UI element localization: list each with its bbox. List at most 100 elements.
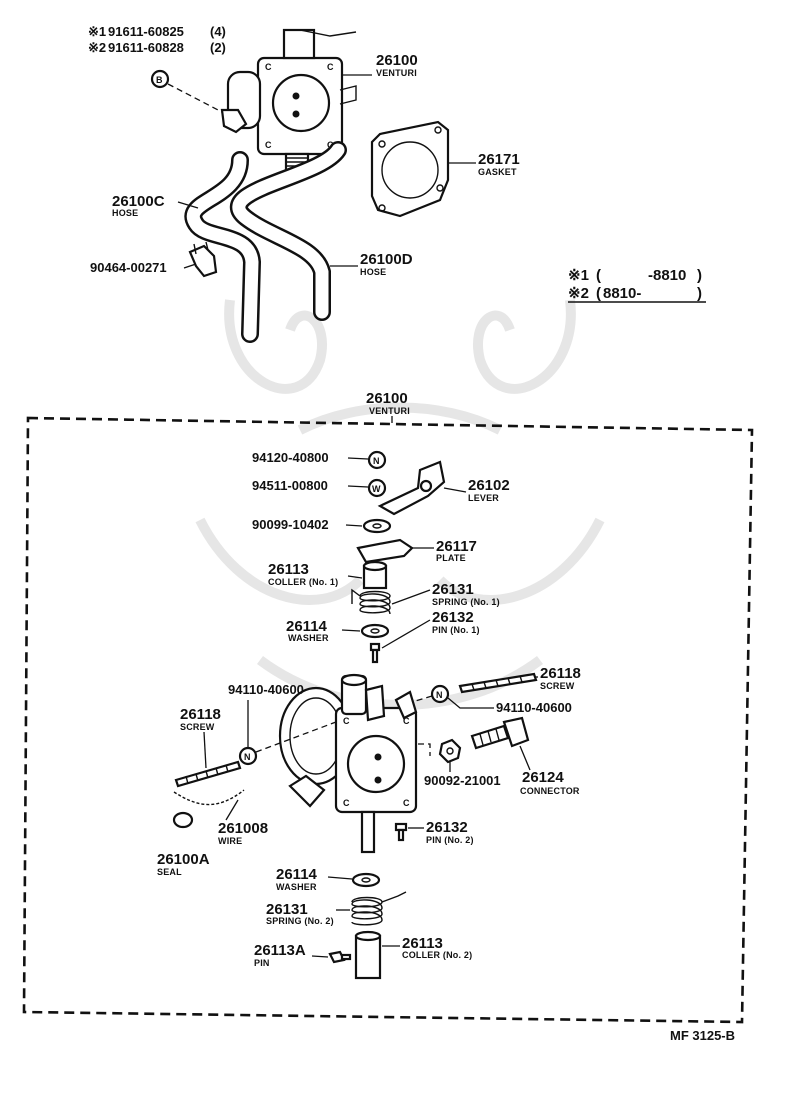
venturi-body-detail: C C C C	[278, 673, 418, 854]
bolt-marker: B	[150, 69, 223, 113]
leader-hose-c	[177, 201, 199, 209]
pin-2-part	[394, 822, 408, 842]
wire-caption: WIRE	[218, 836, 242, 846]
nut-right-marker: N	[436, 690, 443, 700]
lever-caption: LEVER	[468, 493, 499, 503]
washer-2-part	[351, 872, 381, 888]
coller-1-caption: COLLER (No. 1)	[268, 577, 338, 587]
washer-90099-number: 90099-10402	[252, 517, 329, 532]
seal-number: 26100A	[157, 851, 210, 868]
nut-left-number: 94110-40600	[228, 682, 304, 697]
screw-right-number: 26118	[540, 665, 581, 682]
nut-left: N	[238, 746, 258, 766]
washer-2-caption: WASHER	[276, 882, 317, 892]
hoses	[184, 141, 347, 343]
screw-left-number: 26118	[180, 706, 221, 723]
part-number: 91611-60828	[108, 40, 184, 55]
washer-top-number: 94511-00800	[252, 478, 328, 493]
washer-top-marker: W	[372, 484, 381, 494]
applicability-line-1: ※1 91611-60825 (4)	[88, 24, 226, 39]
venturi-exploded-detail: 26100 VENTURI N 94120-40800 W 94511-0080…	[22, 390, 754, 1024]
wire-number: 261008	[218, 820, 268, 837]
coller-1-part	[362, 560, 388, 590]
pin-1-part	[369, 642, 381, 664]
diagram-code: MF 3125-B	[670, 1028, 735, 1043]
venturi-body-top: C C C C	[220, 28, 357, 174]
part-number: 91611-60825	[108, 24, 184, 39]
nut-top: N	[367, 450, 387, 470]
coller-2-number: 26113	[402, 935, 443, 952]
legend-mark-1: ※1	[568, 267, 589, 284]
connector-number: 26124	[522, 769, 564, 786]
gasket-part	[370, 120, 450, 218]
venturi-top-number: 26100	[376, 52, 418, 69]
nut-right: N	[430, 684, 450, 704]
coller-1-number: 26113	[268, 561, 309, 578]
pin-1-number: 26132	[432, 609, 474, 626]
applicability-line-2: ※2 91611-60828 (2)	[88, 40, 226, 55]
coller-2-caption: COLLER (No. 2)	[402, 950, 472, 960]
legend-close-2: )	[697, 285, 702, 302]
washer-2-number: 26114	[276, 866, 318, 883]
spring-2-caption: SPRING (No. 2)	[266, 916, 334, 926]
pin-1-caption: PIN (No. 1)	[432, 625, 480, 635]
svg-text:C: C	[343, 798, 350, 808]
pin-a-number: 26113A	[254, 942, 306, 959]
pin-2-number: 26132	[426, 819, 468, 836]
quantity: (2)	[210, 40, 226, 55]
spring-1-caption: SPRING (No. 1)	[432, 597, 500, 607]
lever-part	[377, 460, 446, 516]
bolt-marker-letter: B	[156, 75, 163, 85]
legend-mark-2: ※2	[568, 285, 589, 302]
wire-part	[173, 789, 245, 806]
clip-number: 90464-00271	[90, 260, 167, 275]
svg-text:C: C	[265, 62, 272, 72]
applicability-legend: ※1 ( -8810 ) ※2 ( 8810- )	[568, 267, 706, 303]
nut-right-number: 94110-40600	[496, 700, 572, 715]
connector-part	[470, 716, 530, 750]
connector-caption: CONNECTOR	[520, 786, 580, 796]
nut-90092-number: 90092-21001	[424, 773, 501, 788]
washer-1-part	[360, 623, 390, 639]
pin-a-part	[328, 950, 352, 964]
screw-right-part	[458, 672, 538, 694]
svg-text:C: C	[343, 716, 350, 726]
hose-c-number: 26100C	[112, 193, 165, 210]
legend-open-1: (	[596, 267, 601, 284]
pin-2-caption: PIN (No. 2)	[426, 835, 474, 845]
svg-text:C: C	[403, 716, 410, 726]
screw-left-part	[174, 760, 242, 788]
legend-open-2: (	[596, 285, 601, 302]
washer-1-caption: WASHER	[288, 633, 329, 643]
coller-2-part	[354, 930, 382, 980]
seal-caption: SEAL	[157, 867, 182, 877]
top-assembly: ※1 91611-60825 (4) ※2 91611-60828 (2) B	[88, 24, 520, 343]
legend-from-2: 8810-	[603, 285, 641, 302]
leader-clip	[183, 263, 197, 269]
hose-d-caption: HOSE	[360, 267, 386, 277]
legend-to-1: -8810	[648, 267, 686, 284]
screw-right-caption: SCREW	[540, 681, 575, 691]
lever-number: 26102	[468, 477, 510, 494]
washer-top: W	[367, 478, 387, 498]
mark-1: ※1	[88, 24, 106, 39]
detail-header-caption: VENTURI	[369, 406, 410, 416]
hose-c-caption: HOSE	[112, 208, 138, 218]
mark-2: ※2	[88, 40, 106, 55]
washer-90099	[362, 518, 392, 534]
seal-part	[172, 811, 194, 829]
plate-number: 26117	[436, 538, 477, 555]
gasket-number: 26171	[478, 151, 520, 168]
detail-header-number: 26100	[366, 390, 408, 407]
venturi-top-caption: VENTURI	[376, 68, 417, 78]
legend-close-1: )	[697, 267, 702, 284]
gasket-caption: GASKET	[478, 167, 517, 177]
svg-text:C: C	[265, 140, 272, 150]
nut-top-marker: N	[373, 456, 380, 466]
svg-text:C: C	[327, 140, 334, 150]
hose-clip	[188, 241, 218, 278]
hose-d-number: 26100D	[360, 251, 413, 268]
spring-2-part	[351, 891, 407, 926]
